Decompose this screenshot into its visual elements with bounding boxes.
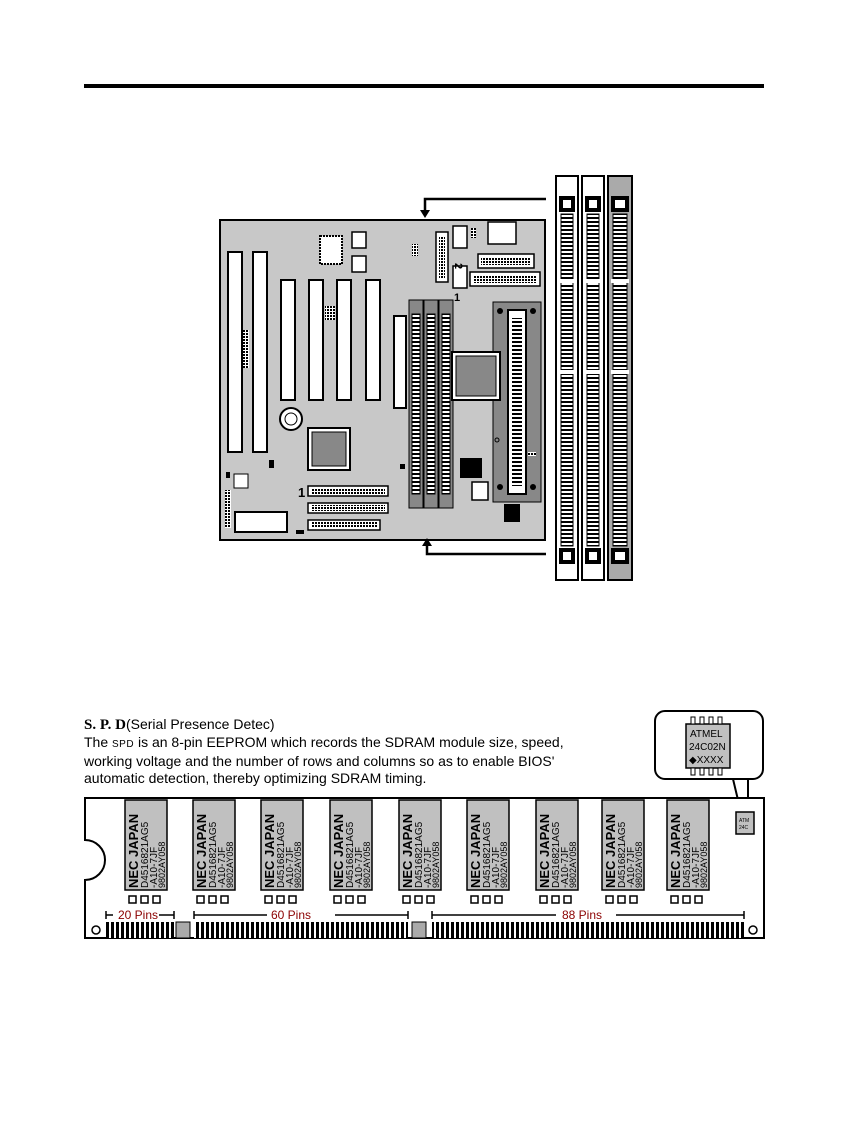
spd-description: S. P. D(Serial Presence Detec) The SPD i… bbox=[84, 716, 644, 787]
pin-label: 1 bbox=[454, 292, 460, 304]
chip-label: D4516821AG5 bbox=[345, 821, 356, 888]
agp-slot bbox=[393, 315, 407, 409]
pci-slot bbox=[308, 279, 324, 401]
chip-label: D4516821AG5 bbox=[276, 821, 287, 888]
spd-subtitle: (Serial Presence Detec) bbox=[125, 716, 275, 732]
eeprom-label: 24C02N bbox=[689, 742, 726, 753]
pci-slot bbox=[365, 279, 381, 401]
chip-label: NEC JAPAN bbox=[331, 814, 346, 888]
chip-label: -A10-7JF bbox=[560, 847, 571, 888]
eeprom-label: ATMEL bbox=[690, 729, 723, 740]
chip-label: D4516821AG5 bbox=[414, 821, 425, 888]
arrow-bottom bbox=[425, 544, 546, 556]
edge-pins bbox=[194, 922, 408, 938]
pin-label: 1 bbox=[298, 485, 305, 500]
header-rule bbox=[84, 84, 764, 88]
memory-chip: NEC JAPAN D4516821AG5 -A10-7JF 9802AY058 bbox=[329, 799, 373, 904]
pin-count-label: 60 Pins bbox=[271, 908, 311, 922]
isa-slot bbox=[252, 251, 268, 453]
spd-abbr: SPD bbox=[112, 739, 135, 750]
chip-label: 9802AY058 bbox=[293, 842, 303, 888]
chip-label: -A10-7JF bbox=[691, 847, 702, 888]
chip-label: 9802AY058 bbox=[634, 842, 644, 888]
pin-count-label: 20 Pins bbox=[118, 908, 158, 922]
memory-chip: NEC JAPAN D4516821AG5 -A10-7JF 9802AY058 bbox=[601, 799, 645, 904]
memory-chip: NEC JAPAN D4516821AG5 -A10-7JF 9802AY058 bbox=[260, 799, 304, 904]
chip-label: -A10-7JF bbox=[285, 847, 296, 888]
chip-label: 9802AY058 bbox=[568, 842, 578, 888]
chip-label: -A10-7JF bbox=[626, 847, 637, 888]
memory-chip: NEC JAPAN D4516821AG5 -A10-7JF 9802AY058 bbox=[535, 799, 579, 904]
spd-the: The bbox=[84, 734, 109, 750]
spd-desc-line-2: working voltage and the number of rows a… bbox=[84, 753, 555, 769]
svg-text:NEC JAPAN: NEC JAPAN bbox=[126, 814, 141, 888]
chip-label: D4516821AG5 bbox=[208, 821, 219, 888]
spd-desc-line-3: automatic detection, thereby optimizing … bbox=[84, 770, 427, 786]
sdram-module: ATMEL 24C02N ◆XXXX ATM 24C NEC JAPAN D45… bbox=[84, 710, 765, 939]
eeprom-chip bbox=[685, 723, 731, 769]
memory-chip: NEC JAPAN D4516821AG5 -A10-7JF 9802AY058 bbox=[666, 799, 710, 904]
chip-label: NEC JAPAN bbox=[262, 814, 277, 888]
chip-label: -A10-7JF bbox=[149, 847, 160, 888]
isa-slot bbox=[227, 251, 243, 453]
chip-label: 9802AY058 bbox=[699, 842, 709, 888]
chip-label: NEC JAPAN bbox=[603, 814, 618, 888]
dimm-sockets-detail bbox=[555, 175, 633, 581]
pin-label: 2 bbox=[452, 263, 464, 269]
chip-label: NEC JAPAN bbox=[400, 814, 415, 888]
chip-label: 9802AY058 bbox=[225, 842, 235, 888]
chip-label: -A10-7JF bbox=[217, 847, 228, 888]
eeprom-label: ◆XXXX bbox=[689, 755, 724, 766]
eeprom-small-label: ATM bbox=[739, 818, 749, 824]
chip-label: NEC JAPAN bbox=[668, 814, 683, 888]
memory-chip: NEC JAPAN D4516821AG5 -A10-7JF 9802AY058 bbox=[466, 799, 510, 904]
pin-count-label: 88 Pins bbox=[562, 908, 602, 922]
chip-label: NEC JAPAN bbox=[126, 814, 141, 888]
chip-label: 9802AY058 bbox=[431, 842, 441, 888]
chip-label: 9802AY058 bbox=[157, 842, 167, 888]
chip-label: NEC JAPAN bbox=[537, 814, 552, 888]
arrow-top bbox=[423, 197, 546, 212]
memory-chip: NEC JAPAN D4516821AG5 -A10-7JF 9802AY058 bbox=[398, 799, 442, 904]
pci-slot bbox=[336, 279, 352, 401]
motherboard: 2 1 1 bbox=[219, 219, 546, 541]
chip-label: D4516821AG5 bbox=[682, 821, 693, 888]
chip-label: D4516821AG5 bbox=[617, 821, 628, 888]
regulator bbox=[460, 458, 482, 478]
edge-pins bbox=[106, 922, 174, 938]
chip-label: -A10-7JF bbox=[491, 847, 502, 888]
chip-label: 9802AY058 bbox=[362, 842, 372, 888]
edge-pins bbox=[432, 922, 744, 938]
chip-label: D4516821AG5 bbox=[482, 821, 493, 888]
chip-label: 9802AY058 bbox=[499, 842, 509, 888]
spd-title: S. P. D bbox=[84, 717, 126, 733]
spd-desc-line-1: is an 8-pin EEPROM which records the SDR… bbox=[137, 734, 564, 750]
memory-chip: NEC JAPAN D4516821AG5 -A10-7JF 9802AY058 bbox=[192, 799, 236, 904]
eeprom-small-label: 24C bbox=[739, 825, 749, 831]
battery-icon bbox=[279, 407, 303, 431]
chip-label: -A10-7JF bbox=[354, 847, 365, 888]
chip-label: NEC JAPAN bbox=[468, 814, 483, 888]
chip-label: D4516821AG5 bbox=[140, 821, 151, 888]
memory-chip: NEC JAPAN D4516821AG5 -A10-7JF 9802AY058 bbox=[124, 799, 168, 904]
chip-label: -A10-7JF bbox=[423, 847, 434, 888]
pci-slot bbox=[280, 279, 296, 401]
chip-label: NEC JAPAN bbox=[194, 814, 209, 888]
chip-label: D4516821AG5 bbox=[551, 821, 562, 888]
